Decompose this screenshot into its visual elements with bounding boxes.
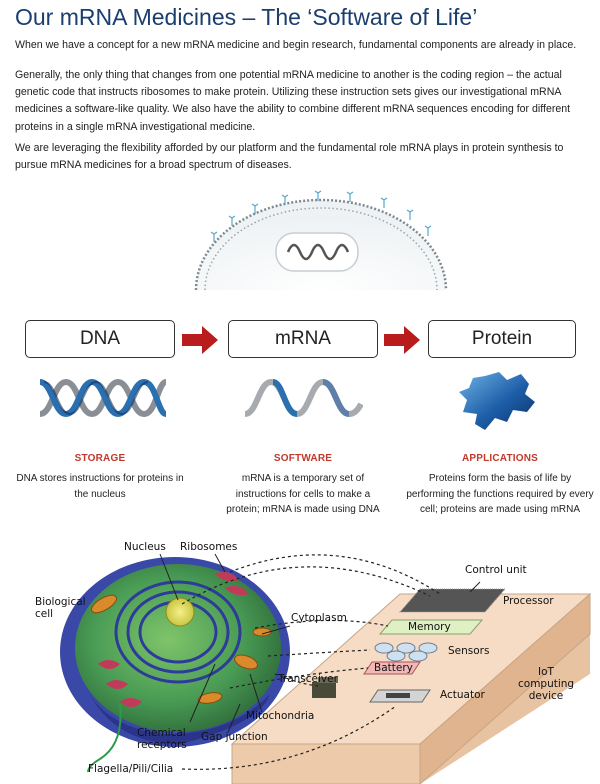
mrna-box: mRNA (228, 320, 378, 358)
mitochondria-label: Mitochondria (246, 710, 315, 722)
processor-label: Processor (503, 595, 554, 607)
nucleus-body (165, 597, 195, 627)
actuator-label: Actuator (440, 689, 485, 701)
biological-cell-label: Biological cell (35, 596, 86, 620)
sensors-label: Sensors (448, 645, 490, 657)
storage-heading: STORAGE (74, 453, 126, 464)
sensors-group (374, 642, 438, 662)
mrna-strand-icon (244, 378, 363, 418)
protein-box: Protein (428, 320, 576, 358)
memory-module (378, 619, 484, 635)
applications-text: Proteins form the basis of life by perfo… (406, 473, 594, 515)
iot-device-label: IoT computing device (518, 666, 575, 702)
processor-chip (400, 589, 505, 612)
arrow-right-icon (384, 326, 420, 354)
battery-label: Battery (374, 662, 413, 674)
nucleus-label: Nucleus (124, 541, 166, 553)
transceiver-label: Transceiver (278, 673, 338, 685)
page-title: Our mRNA Medicines – The ‘Software of Li… (15, 4, 478, 30)
platform-paragraph: We are leveraging the flexibility afford… (15, 142, 564, 172)
cell-iot-diagram (60, 553, 592, 784)
cell-membrane-illustration (194, 190, 448, 291)
applications-heading: APPLICATIONS (461, 453, 539, 464)
protein-icon (459, 372, 535, 430)
arrow-right-icon (182, 326, 218, 354)
dna-box: DNA (25, 320, 175, 358)
gap-junction-label: Gap junction (201, 731, 268, 743)
cytoplasm-label: Cytoplasm (291, 612, 347, 624)
storage-text: DNA stores instructions for proteins in … (16, 473, 184, 500)
battery (363, 661, 421, 675)
intro-paragraph: When we have a concept for a new mRNA me… (15, 39, 577, 51)
software-heading: SOFTWARE (273, 453, 333, 464)
dna-helix-icon (39, 378, 168, 418)
ribosomes-label: Ribosomes (180, 541, 238, 553)
flagella-label: Flagella/Pili/Cilia (88, 763, 174, 775)
chemical-receptors-label: Chemical receptors (137, 727, 187, 751)
control-unit-label: Control unit (465, 564, 527, 576)
memory-label: Memory (408, 621, 451, 633)
software-text: mRNA is a temporary set of instructions … (226, 473, 380, 515)
coding-region-paragraph: Generally, the only thing that changes f… (15, 69, 571, 133)
